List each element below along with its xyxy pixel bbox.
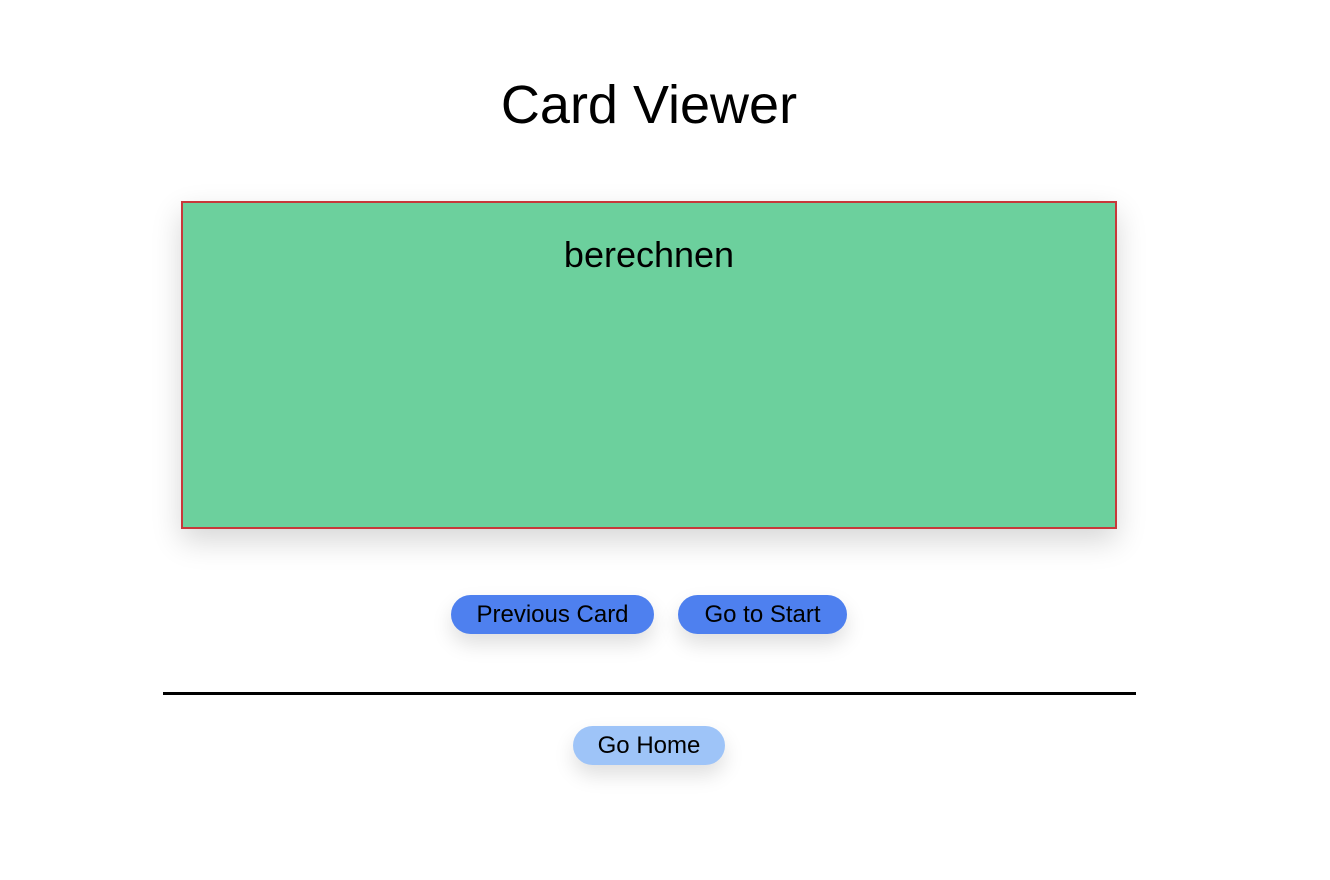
- go-to-start-button[interactable]: Go to Start: [678, 595, 847, 634]
- flash-card[interactable]: berechnen: [181, 201, 1117, 529]
- card-word: berechnen: [563, 234, 735, 275]
- divider: [163, 692, 1136, 695]
- home-section: Go Home: [573, 726, 725, 765]
- card-navigation: Previous Card Go to Start: [451, 595, 847, 634]
- page-title: Card Viewer: [500, 75, 798, 135]
- previous-card-button[interactable]: Previous Card: [451, 595, 654, 634]
- go-home-button[interactable]: Go Home: [573, 726, 725, 765]
